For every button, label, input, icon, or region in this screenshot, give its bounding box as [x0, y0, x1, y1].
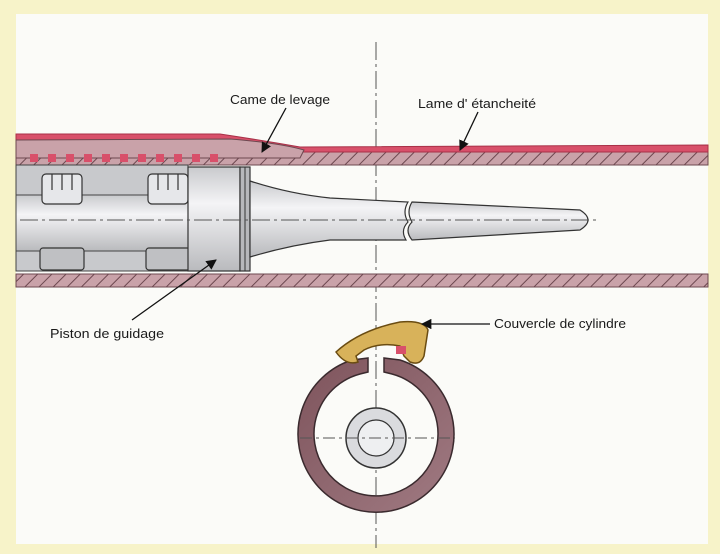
label-couvercle-de-cylindre: Couvercle de cylindre: [494, 316, 626, 331]
piston-rod-right: [407, 201, 589, 241]
piston-leader: [131, 259, 217, 321]
label-came-de-levage: Came de levage: [230, 92, 330, 107]
cover-seal: [396, 346, 406, 354]
carriage-clamps: [39, 173, 191, 271]
cylinder-cross-section: [297, 357, 455, 513]
lifting-cam: [15, 138, 305, 159]
guide-piston: [187, 166, 241, 272]
label-piston-de-guidage: Piston de guidage: [50, 326, 164, 341]
lame-leader: [459, 111, 479, 151]
cylinder-wall-bottom: [15, 273, 709, 288]
came-leader: [261, 107, 287, 153]
label-lame-etancheite: Lame d' étancheité: [418, 96, 536, 111]
piston-rod-left: [249, 180, 410, 258]
cylinder-cover: [335, 320, 429, 364]
cam-teeth: [30, 154, 218, 162]
